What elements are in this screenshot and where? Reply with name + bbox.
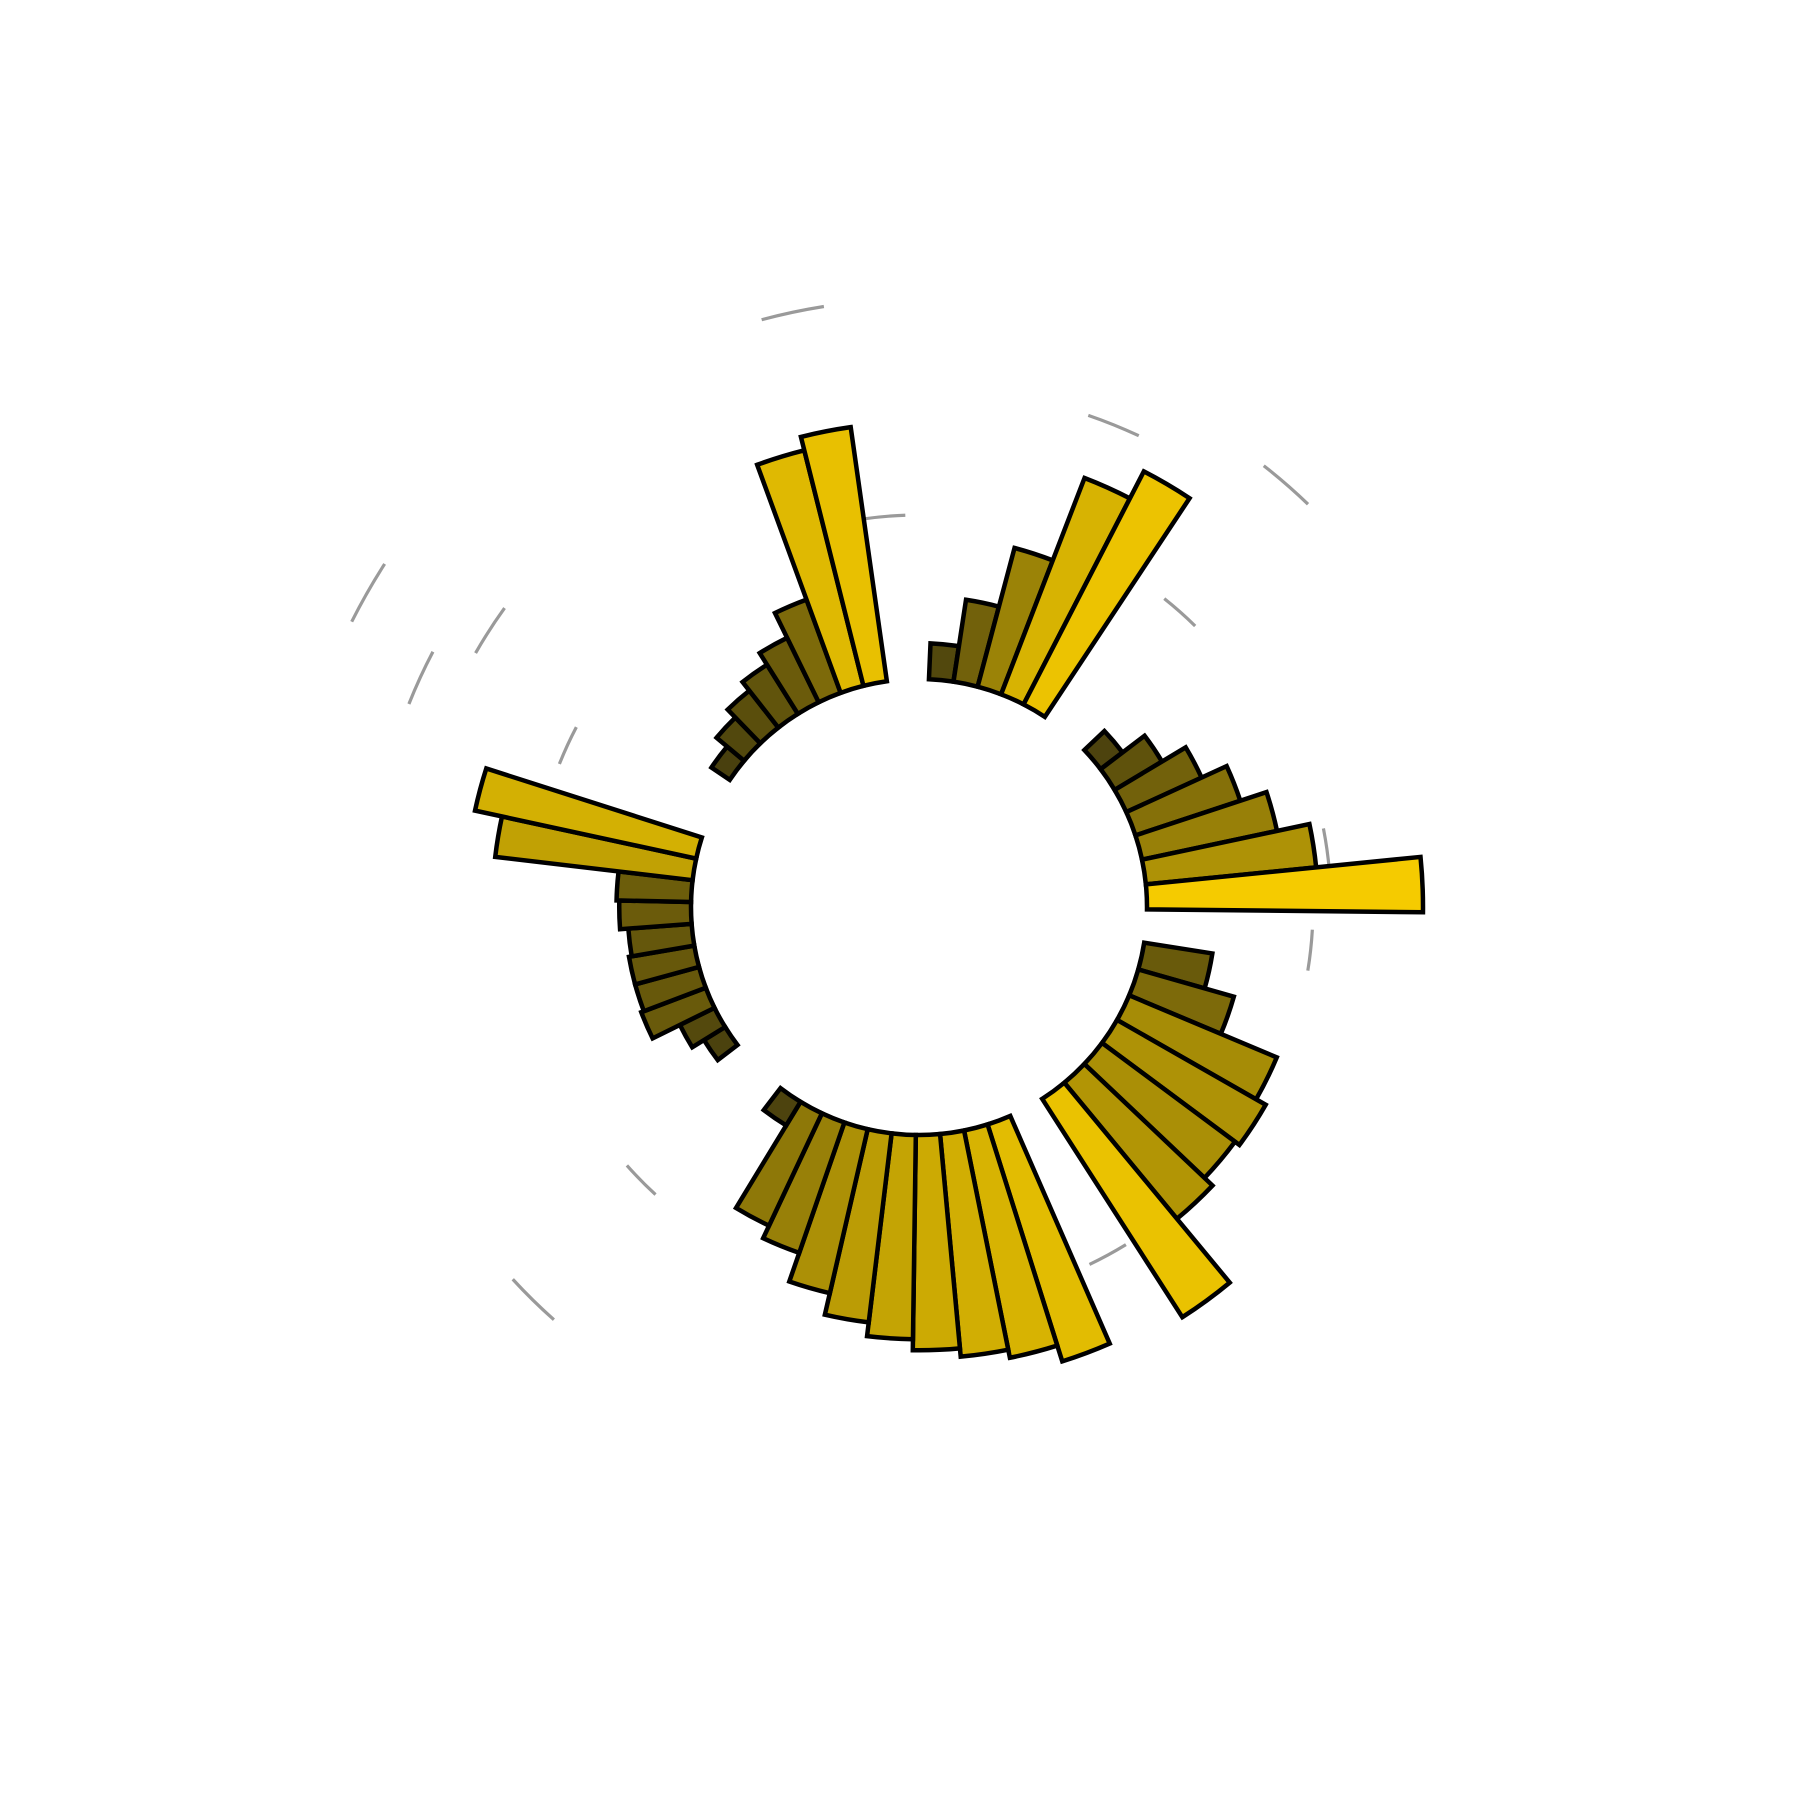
grid-dash-7 (1306, 929, 1314, 971)
group-6-bar-3 (638, 984, 718, 1042)
group-5-bar-8 (760, 1110, 848, 1256)
group-2-bar-5 (1020, 468, 1193, 720)
group-6-bar-7 (616, 898, 695, 932)
group-5-bar-9 (732, 1098, 825, 1229)
group-3-bar-7 (1143, 854, 1426, 915)
grid-dash-2 (864, 513, 906, 521)
grid-dash-5 (1163, 597, 1197, 628)
group-6-bar-10 (472, 765, 705, 862)
grid-dash-8 (1088, 1243, 1127, 1266)
group-5-bar-10 (760, 1084, 804, 1129)
grid-dash-12 (474, 607, 506, 654)
grid-dash-9 (625, 1164, 657, 1196)
grid-dash-14 (350, 563, 386, 623)
grid-dash-1 (761, 304, 825, 322)
group-4-bar-7 (1039, 1079, 1233, 1321)
group-5-bar-2 (961, 1121, 1061, 1361)
group-5-bar-4 (910, 1131, 963, 1353)
grid-dash-13 (407, 651, 435, 705)
grid-dash-3 (1087, 413, 1140, 438)
grid-dash-4 (1262, 464, 1310, 506)
group-4-bar-4 (1098, 1016, 1269, 1149)
grid-dash-10 (511, 1278, 555, 1321)
grid-dash-11 (557, 726, 578, 765)
group-5-bar-7 (786, 1119, 871, 1296)
group-5-bar-1 (984, 1112, 1113, 1365)
group-1-bar-8 (798, 424, 890, 689)
group-5-bar-6 (822, 1126, 895, 1325)
group-5-bar-5 (864, 1130, 919, 1342)
